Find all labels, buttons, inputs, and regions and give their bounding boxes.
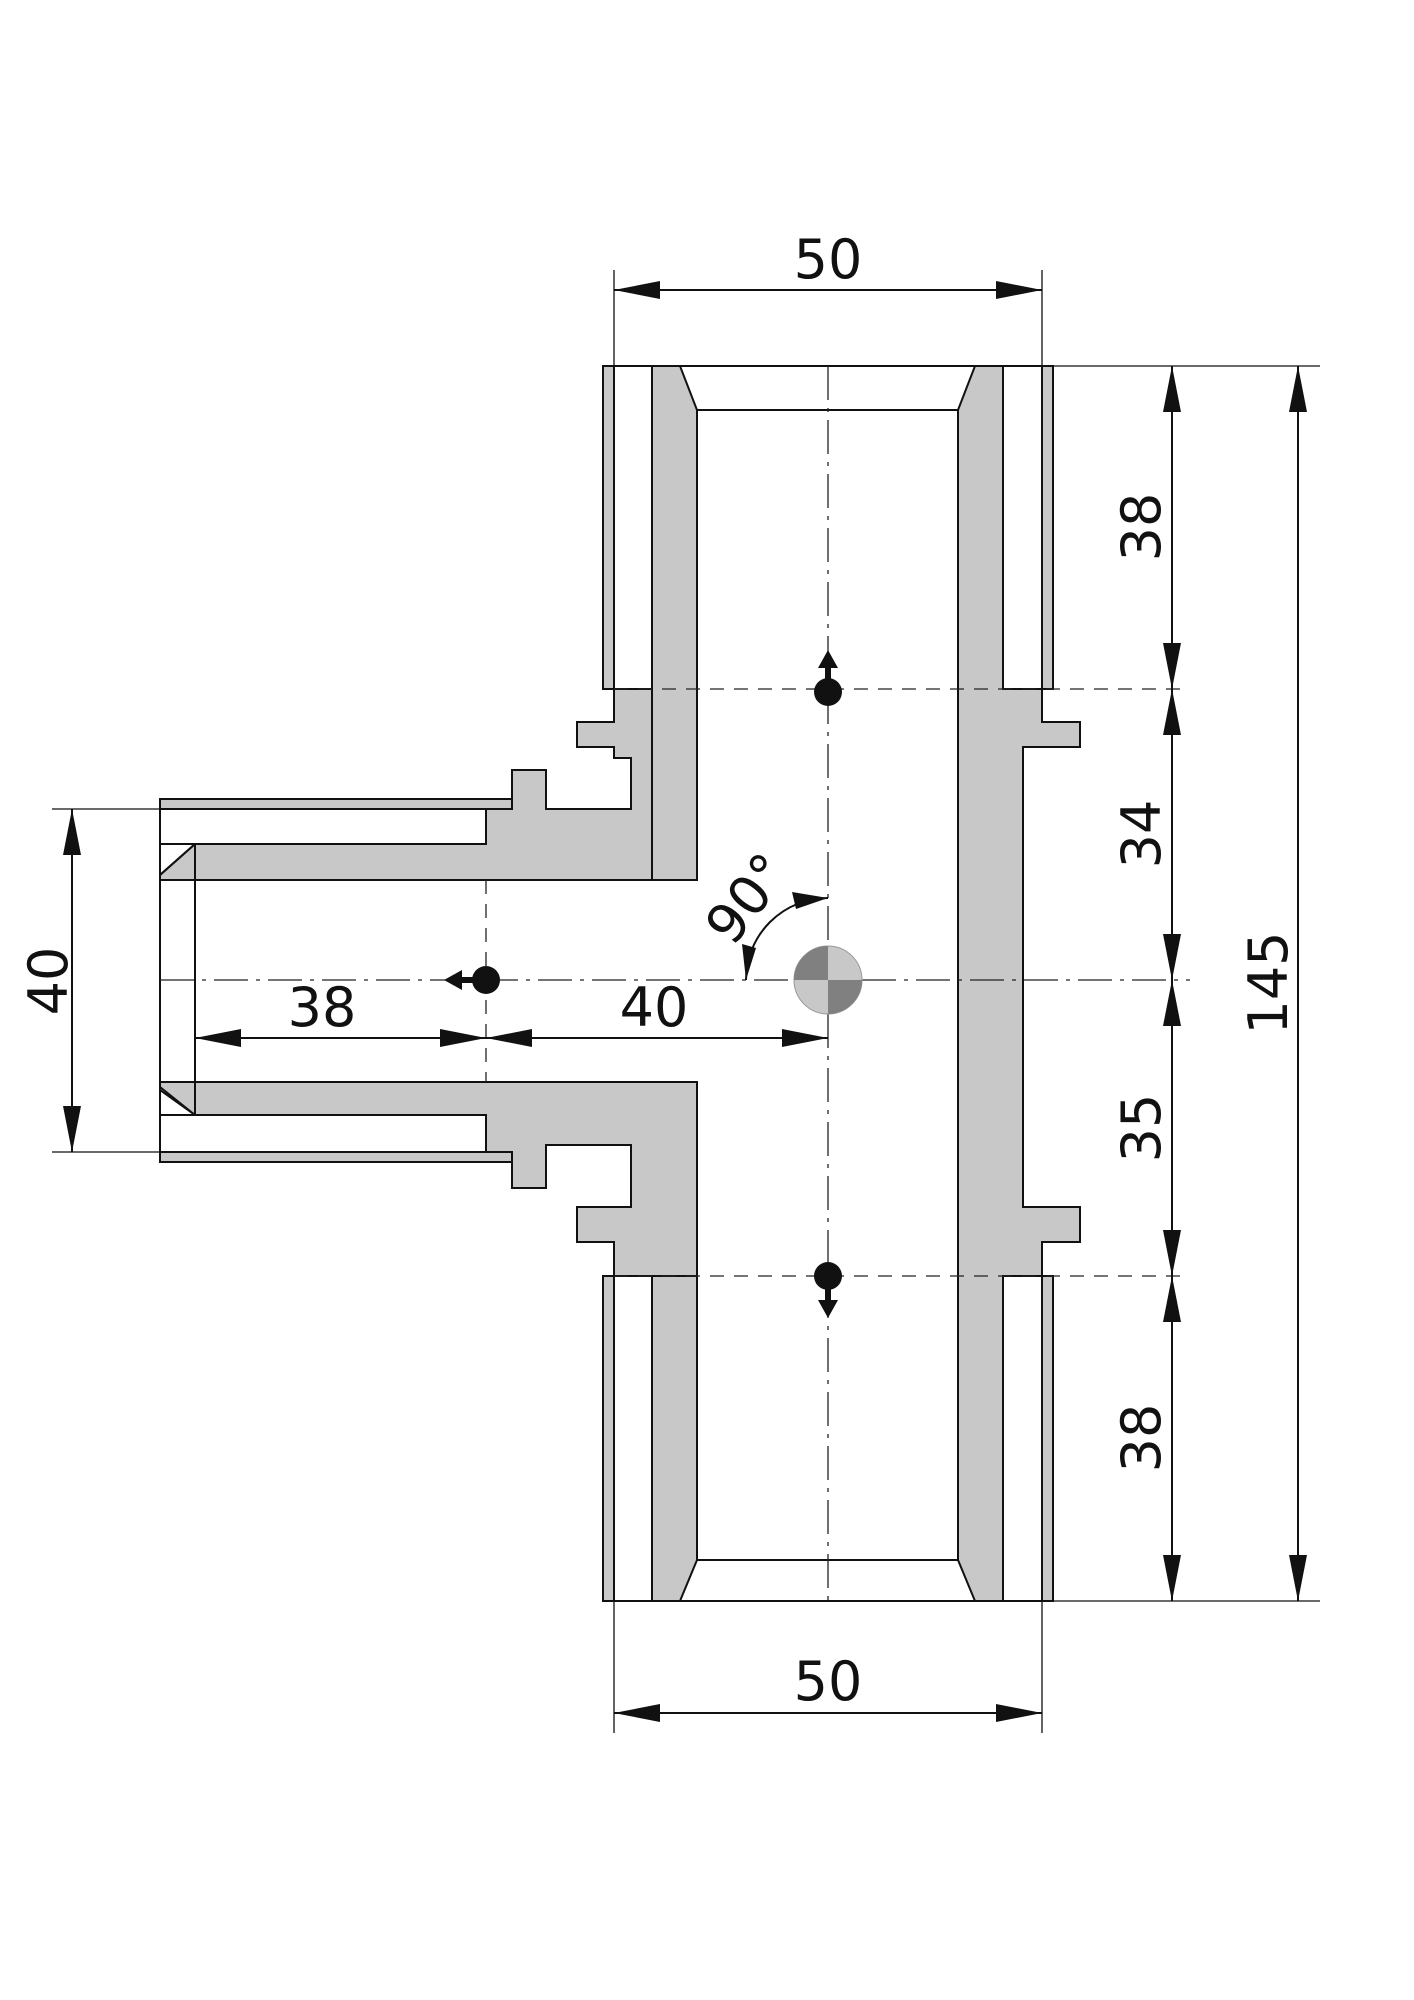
- dim-branch-diameter: 40: [17, 947, 80, 1016]
- top-left-socket-wall: [602, 365, 615, 690]
- flow-direction-left-icon: [444, 966, 500, 994]
- bottom-right-socket-wall: [1041, 1275, 1054, 1602]
- tee-section-body: [159, 365, 1081, 1602]
- flow-direction-down-icon: [814, 1262, 842, 1318]
- flow-direction-up-icon: [814, 650, 842, 706]
- bore-interior: [159, 365, 1043, 1602]
- center-lines: [160, 366, 1190, 1601]
- dim-right-top-socket: 38: [1110, 493, 1173, 562]
- dim-overall-length: 145: [1237, 931, 1300, 1034]
- dim-bottom-width: 50: [794, 1650, 863, 1713]
- extension-lines: [52, 270, 1320, 1733]
- bore-outlines: [159, 365, 975, 1602]
- lower-junction-fill: [159, 1081, 698, 1277]
- upper-junction-collar: [159, 688, 653, 881]
- dimension-lines: [63, 281, 1307, 1722]
- flow-markers: [444, 650, 863, 1318]
- dim-right-upper-mid: 34: [1110, 800, 1173, 869]
- top-right-socket-wall: [1041, 365, 1054, 690]
- dimension-labels: 50 50 38 34 35 38 145 40 38 40 90°: [17, 228, 1300, 1713]
- dim-right-bottom-socket: 38: [1110, 1404, 1173, 1473]
- top-left-inner-wall: [651, 365, 698, 881]
- dim-right-lower-mid: 35: [1110, 1094, 1173, 1163]
- dim-branch-socket-depth: 38: [288, 976, 357, 1039]
- center-point-icon: [793, 945, 863, 1015]
- dim-branch-to-center: 40: [620, 976, 689, 1039]
- dim-top-width: 50: [794, 228, 863, 291]
- bottom-left-socket-wall: [602, 1275, 615, 1602]
